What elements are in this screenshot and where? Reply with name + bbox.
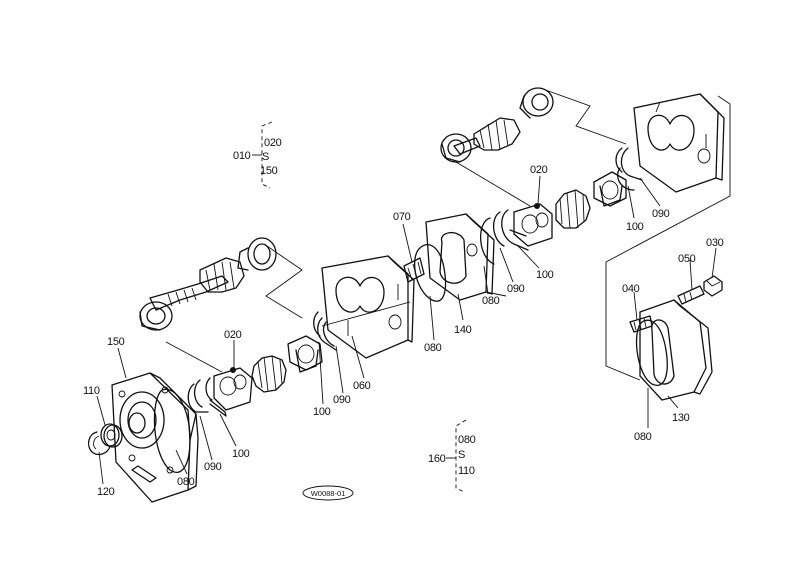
label-070: 070 <box>393 211 411 223</box>
label-tilde-b: S <box>458 449 465 461</box>
label-tilde-a: S <box>262 151 269 163</box>
assembly-guide-lines <box>165 87 731 381</box>
seal-set-right <box>615 147 643 191</box>
range-bracket-top <box>252 121 273 189</box>
leader-lines <box>96 175 717 485</box>
label-080-a: 080 <box>177 476 195 488</box>
bushing-left-bottom <box>139 301 173 331</box>
callout-labels: 010 020 S 150 150 110 120 080 090 100 02… <box>83 137 724 498</box>
label-090-d: 090 <box>652 208 670 220</box>
front-cover-flange <box>111 372 199 503</box>
side-plate-left <box>213 367 253 411</box>
nut-030 <box>703 275 723 297</box>
oil-seal <box>100 423 123 448</box>
label-150-range: 150 <box>260 165 278 177</box>
label-030: 030 <box>706 237 724 249</box>
label-080-c: 080 <box>482 295 500 307</box>
label-130: 130 <box>672 412 690 424</box>
adapter-plate-140 <box>425 213 495 301</box>
label-060: 060 <box>353 380 371 392</box>
label-080-d: 080 <box>634 431 652 443</box>
coupling-070 <box>403 257 425 283</box>
seal-set-left <box>187 377 227 417</box>
label-050: 050 <box>678 253 696 265</box>
label-150: 150 <box>107 336 125 348</box>
bushing-left-top <box>237 237 277 271</box>
label-090-b: 090 <box>333 394 351 406</box>
driven-gear-bushing-left <box>287 335 323 373</box>
range-bracket-bottom <box>446 419 467 493</box>
label-040: 040 <box>622 283 640 295</box>
drive-gear-right <box>555 189 591 229</box>
fitting-050 <box>677 285 705 305</box>
label-020-a: 020 <box>224 329 242 341</box>
label-100-b: 100 <box>313 406 331 418</box>
label-080-range: 080 <box>458 434 476 446</box>
drive-gear-left <box>251 355 287 393</box>
bushing-right-top <box>519 87 554 119</box>
label-100-c: 100 <box>536 269 554 281</box>
o-ring-rear <box>635 319 668 386</box>
label-120: 120 <box>97 486 115 498</box>
label-100-a: 100 <box>232 448 250 460</box>
drive-shaft-left <box>149 257 245 311</box>
label-080-b: 080 <box>424 342 442 354</box>
label-020-range: 020 <box>264 137 282 149</box>
snap-ring <box>87 431 111 456</box>
reference-code-badge: W0088-01 <box>302 485 354 501</box>
label-020-b: 020 <box>530 164 548 176</box>
side-plate-right <box>513 203 553 247</box>
relief-valve-040 <box>629 315 653 333</box>
seal-set-middle <box>313 311 337 351</box>
key-pin-right <box>534 203 540 209</box>
driven-gear-bushing-right <box>593 171 627 207</box>
gear-housing-060 <box>321 255 415 359</box>
label-010: 010 <box>233 150 251 162</box>
label-090-a: 090 <box>204 461 222 473</box>
label-140: 140 <box>454 324 472 336</box>
o-ring-front <box>153 388 191 473</box>
label-110: 110 <box>83 385 100 397</box>
seal-set-upper-middle <box>479 209 529 265</box>
key-pin-left <box>230 367 236 373</box>
rear-cover-130 <box>639 299 713 401</box>
reference-code: W0088-01 <box>311 489 346 498</box>
gear-housing-rear <box>633 93 725 193</box>
label-160: 160 <box>428 453 446 465</box>
label-090-c: 090 <box>507 283 525 295</box>
label-100-d: 100 <box>626 221 644 233</box>
label-110-range: 110 <box>458 465 475 477</box>
